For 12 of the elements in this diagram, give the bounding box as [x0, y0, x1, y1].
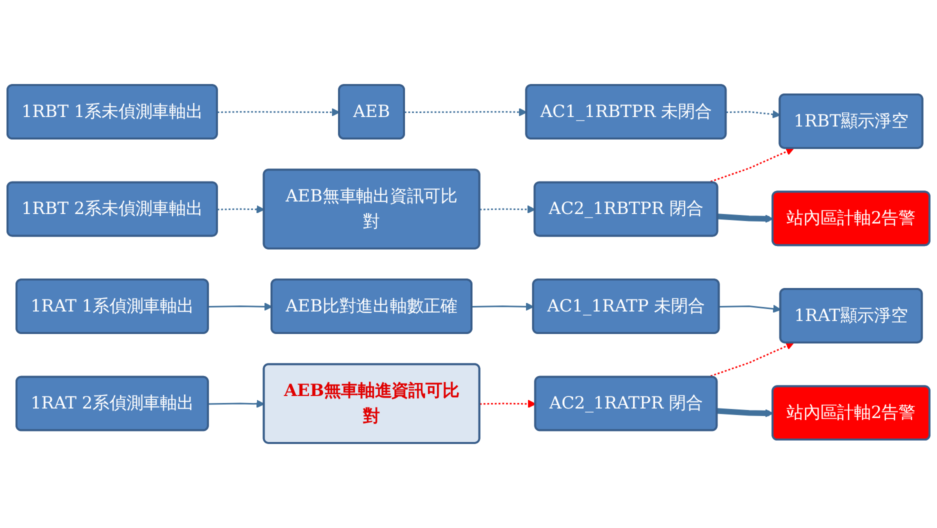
arrow — [404, 108, 528, 116]
arrow — [217, 205, 265, 214]
arrow — [716, 408, 774, 418]
arrow — [480, 205, 536, 214]
arrow — [726, 110, 781, 118]
arrow — [208, 400, 265, 408]
arrow — [480, 400, 536, 408]
arrow — [719, 304, 782, 313]
arrow — [718, 214, 774, 223]
arrow — [208, 302, 272, 311]
arrow — [472, 302, 534, 311]
arrow — [217, 108, 340, 116]
